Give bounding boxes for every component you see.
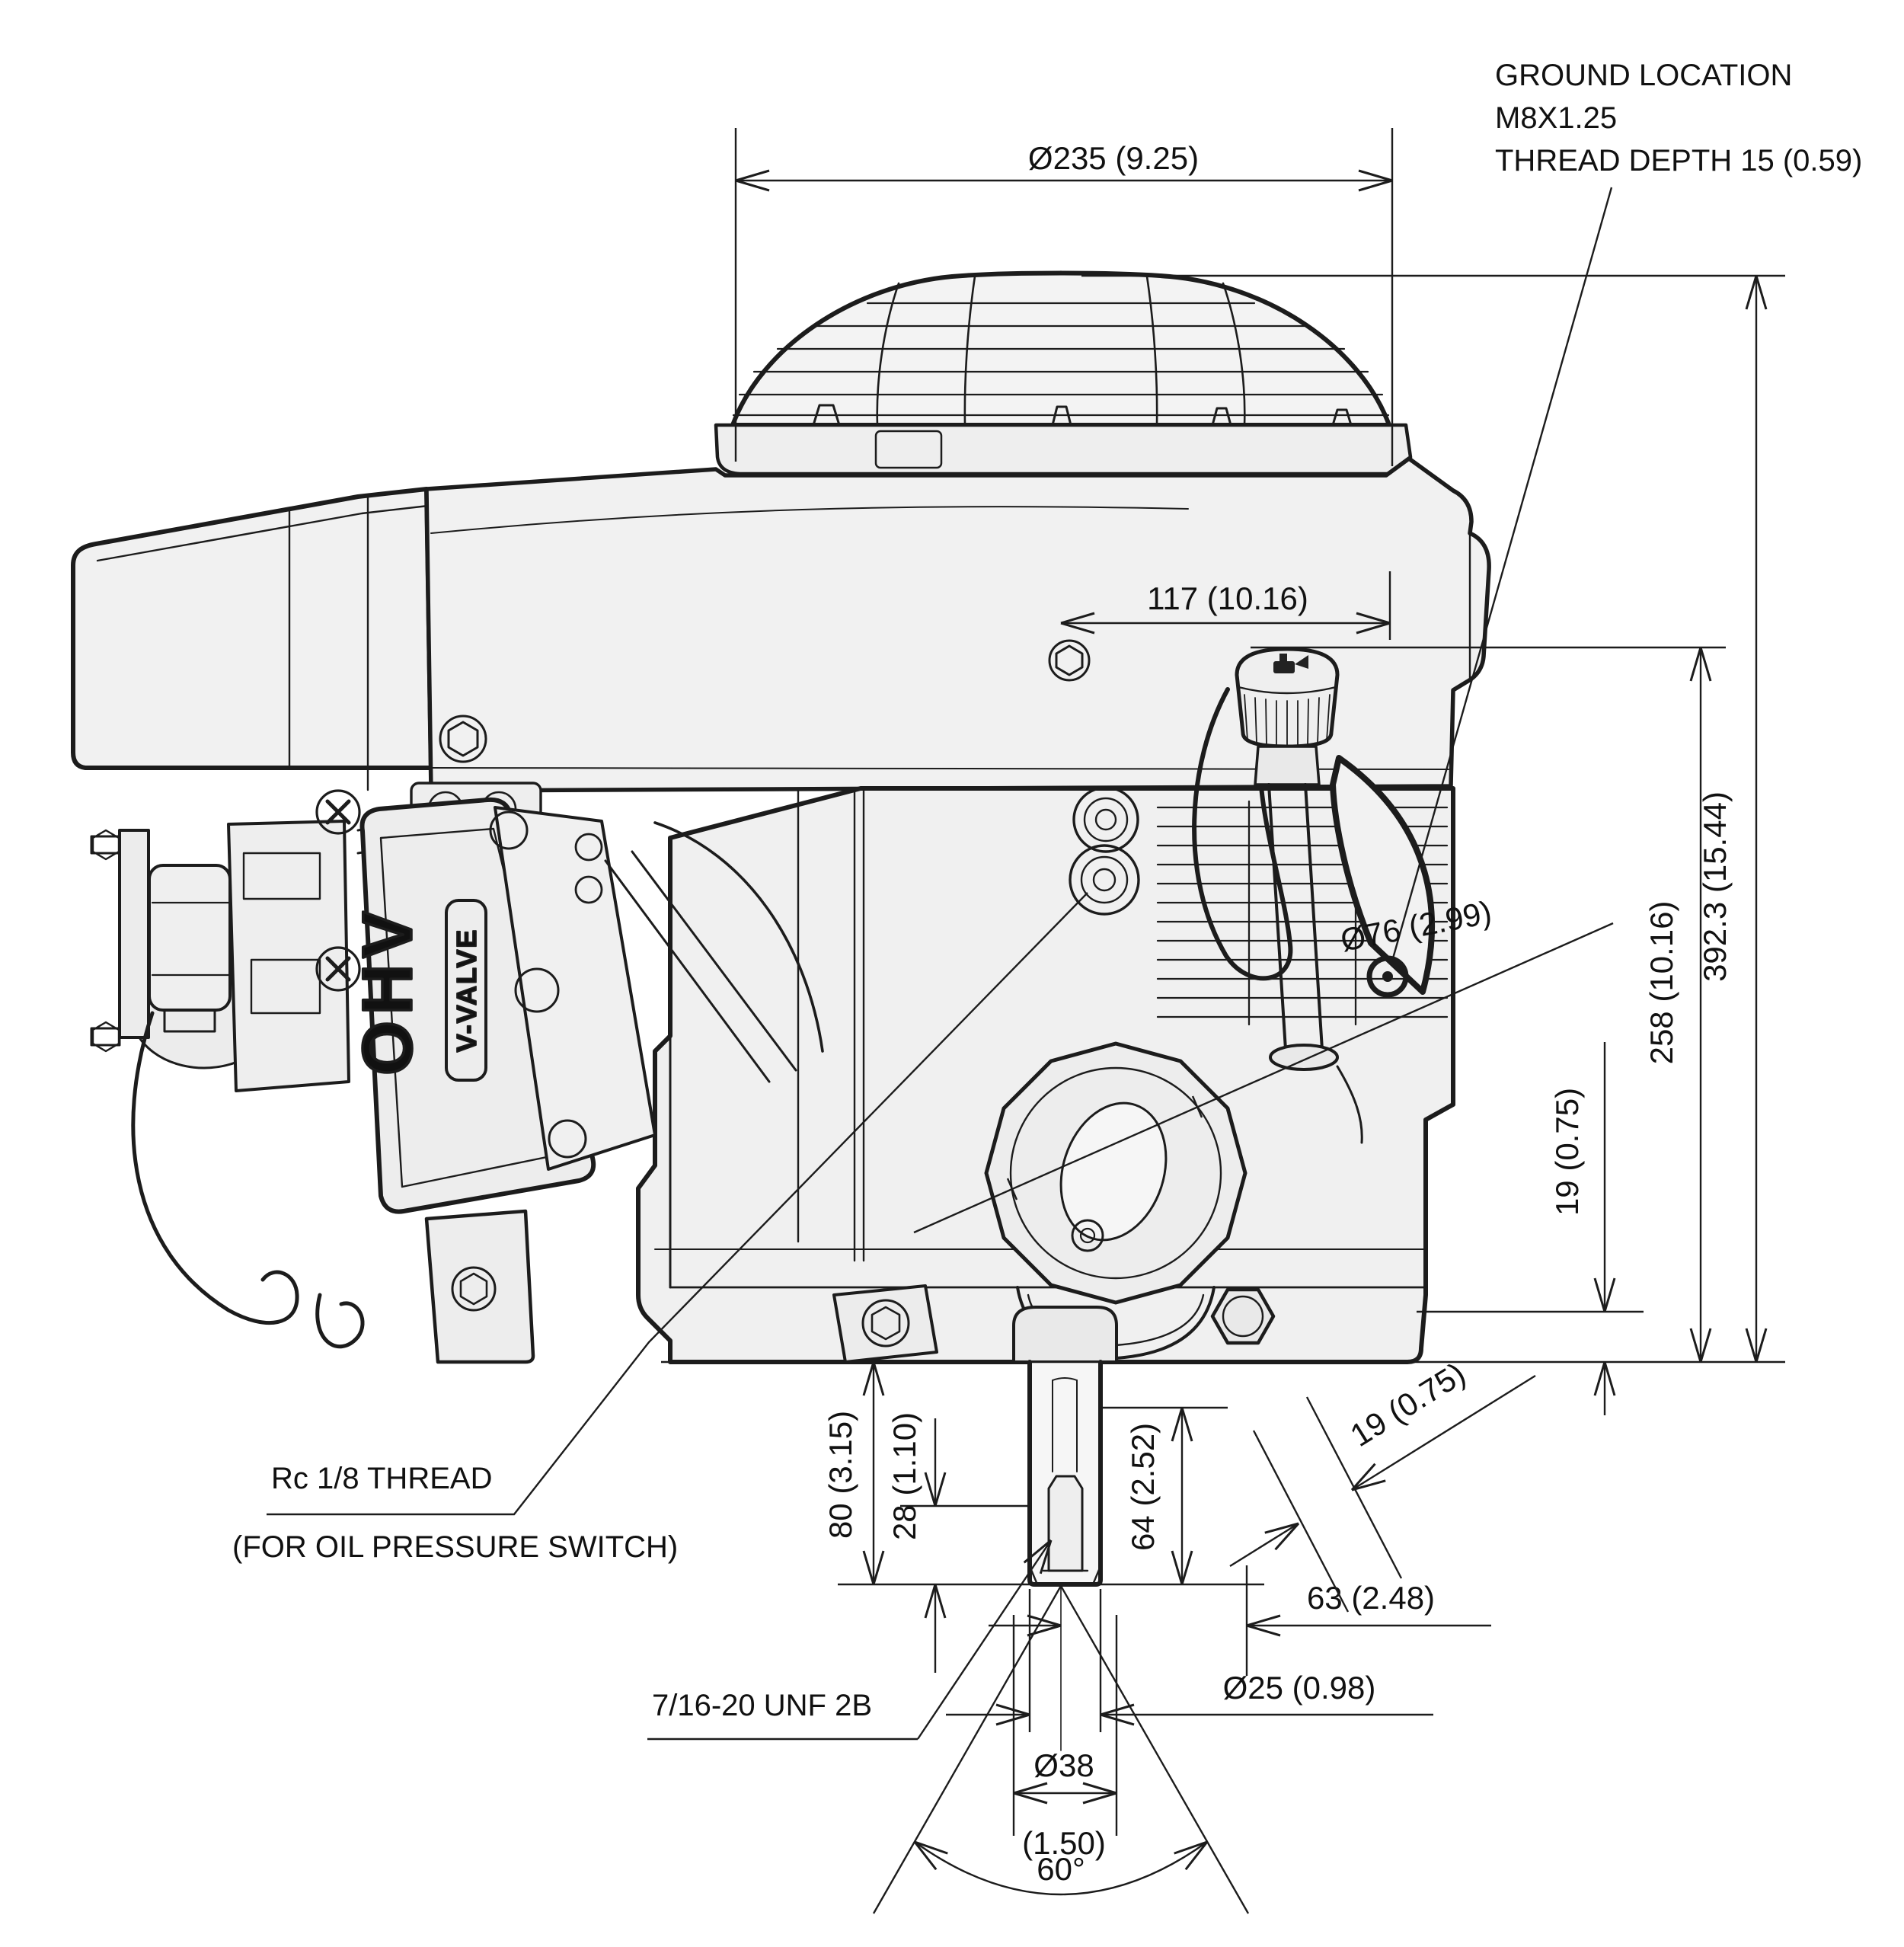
valve-cover: OHV V-VALVE <box>347 797 596 1214</box>
wire-harness <box>131 1011 299 1325</box>
svg-text:7/16-20 UNF 2B: 7/16-20 UNF 2B <box>652 1689 872 1722</box>
svg-text:M8X1.25: M8X1.25 <box>1495 101 1617 135</box>
svg-text:63 (2.48): 63 (2.48) <box>1307 1580 1435 1616</box>
phillips-screw2-icon <box>315 946 361 992</box>
shaft-collar <box>1012 1306 1118 1362</box>
svg-text:117 (10.16): 117 (10.16) <box>1147 580 1308 616</box>
rocker-bracket <box>489 806 824 1171</box>
oil-can-icon <box>1273 654 1308 673</box>
oil-drain-plug-icon <box>1210 1287 1276 1345</box>
svg-text:19 (0.75): 19 (0.75) <box>1344 1355 1471 1453</box>
mount-tab-bolt-icon <box>832 1284 938 1364</box>
engine-artwork: OHV V-VALVE <box>71 270 1491 1751</box>
note-rc-thread: Rc 1/8 THREAD (FOR OIL PRESSURE SWITCH) <box>232 892 1088 1564</box>
note-ground-location: GROUND LOCATION M8X1.25 THREAD DEPTH 15 … <box>1391 59 1862 959</box>
svg-text:Rc 1/8 THREAD: Rc 1/8 THREAD <box>271 1462 492 1495</box>
shroud-bolt2-icon <box>1048 639 1091 682</box>
left-foot-bolt-icon <box>424 1209 535 1364</box>
svg-text:THREAD DEPTH 15 (0.59): THREAD DEPTH 15 (0.59) <box>1495 144 1862 177</box>
blower-housing-left-panel <box>71 487 433 770</box>
oil-filler-cap <box>1192 647 1435 1144</box>
v-valve-logo: V-VALVE <box>451 929 482 1053</box>
svg-text:64 (2.52): 64 (2.52) <box>1125 1423 1161 1551</box>
shaft-bolt <box>1047 1475 1084 1572</box>
cylinder-fins <box>1156 800 1449 1026</box>
dim-fan-housing-dia: Ø235 (9.25) <box>734 128 1394 466</box>
note-unf-thread: 7/16-20 UNF 2B <box>647 1539 1053 1741</box>
oil-pressure-port-icon <box>1069 786 1140 916</box>
svg-text:60°: 60° <box>1037 1851 1085 1887</box>
dim-64: 64 (2.52) <box>1103 1406 1228 1585</box>
dim-258: 258 (10.16) <box>1251 646 1726 1363</box>
svg-text:392.3 (15.44): 392.3 (15.44) <box>1697 791 1733 982</box>
phillips-screw-icon <box>315 789 361 835</box>
dim-117: 117 (10.16) <box>1060 571 1391 640</box>
svg-text:258 (10.16): 258 (10.16) <box>1644 901 1679 1065</box>
crankcase-body <box>424 786 1455 1364</box>
dim-19-flange: 19 (0.75) <box>1417 1042 1644 1415</box>
dim-60-angle: 60° <box>872 1585 1250 1914</box>
blower-housing-main-panel <box>366 456 1491 793</box>
svg-text:GROUND LOCATION: GROUND LOCATION <box>1495 59 1792 92</box>
dim-63: 63 (2.48) <box>989 1565 1491 1676</box>
svg-text:28 (1.10): 28 (1.10) <box>887 1412 922 1540</box>
svg-text:Ø38: Ø38 <box>1033 1747 1094 1783</box>
dim-28: 28 (1.10) <box>887 1412 1030 1673</box>
dipstick-handle-flag <box>1330 755 1435 995</box>
ohv-logo: OHV <box>349 905 426 1075</box>
dim-80: 80 (3.15) <box>823 1361 1264 1586</box>
svg-text:(FOR OIL PRESSURE SWITCH): (FOR OIL PRESSURE SWITCH) <box>232 1530 678 1564</box>
svg-text:Ø25 (0.98): Ø25 (0.98) <box>1223 1670 1376 1706</box>
svg-text:80 (3.15): 80 (3.15) <box>823 1411 858 1539</box>
svg-text:19 (0.75): 19 (0.75) <box>1549 1088 1585 1216</box>
svg-text:Ø235 (9.25): Ø235 (9.25) <box>1028 140 1199 176</box>
pto-shaft <box>1027 1360 1103 1587</box>
dim-shaft-dia: Ø25 (0.98) <box>946 1589 1433 1732</box>
ground-bolt-icon <box>1366 955 1409 998</box>
dim-19-drain: 19 (0.75) <box>1229 1355 1536 1613</box>
annotations: Ø235 (9.25) 117 (10.16) GROUND LOCATION … <box>232 59 1862 1914</box>
oil-filter <box>984 1041 1248 1305</box>
ground-leader-line <box>1391 187 1613 959</box>
fan-cover-dome <box>714 270 1413 476</box>
shroud-bolt-icon <box>439 715 487 763</box>
